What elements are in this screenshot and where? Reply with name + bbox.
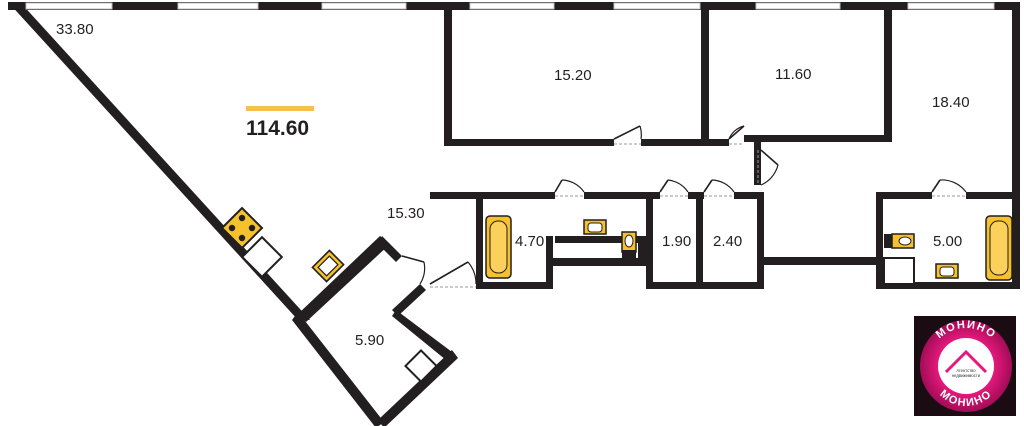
exterior-walls — [8, 2, 1020, 320]
room-area-storage-1: 1.90 — [662, 233, 691, 250]
agency-logo: МОНИНО МОНИНО Агентство недвижимости — [914, 316, 1016, 416]
room-area-kitchen: 5.90 — [355, 332, 384, 349]
windows — [25, 2, 995, 10]
kitchen-walls — [292, 236, 458, 426]
room-area-bedroom-1: 15.20 — [554, 67, 592, 84]
room-area-living: 33.80 — [56, 21, 94, 38]
core-walls — [430, 192, 1020, 289]
logo-tagline-1: Агентство — [956, 368, 976, 373]
kitchen-sink-icon — [311, 249, 345, 283]
total-area-value: 114.60 — [246, 117, 309, 140]
logo-tagline-2: недвижимости — [952, 373, 981, 378]
cabinet-icon — [404, 349, 438, 383]
stove-icon — [220, 206, 264, 250]
room-area-hall: 15.30 — [387, 205, 425, 222]
room-area-bathroom-1: 4.70 — [515, 233, 544, 250]
doors — [401, 125, 967, 288]
bedroom-walls — [444, 2, 892, 185]
room-area-bedroom-3: 18.40 — [932, 94, 970, 111]
room-labels: 33.80 15.20 11.60 18.40 15.30 4.70 1.90 … — [56, 21, 970, 349]
room-area-storage-2: 2.40 — [713, 233, 742, 250]
fixtures — [220, 206, 1013, 383]
room-area-bathroom-2: 5.00 — [933, 233, 962, 250]
fridge-icon — [240, 235, 284, 279]
total-area: 114.60 — [246, 106, 314, 140]
room-area-bedroom-2: 11.60 — [775, 66, 811, 83]
